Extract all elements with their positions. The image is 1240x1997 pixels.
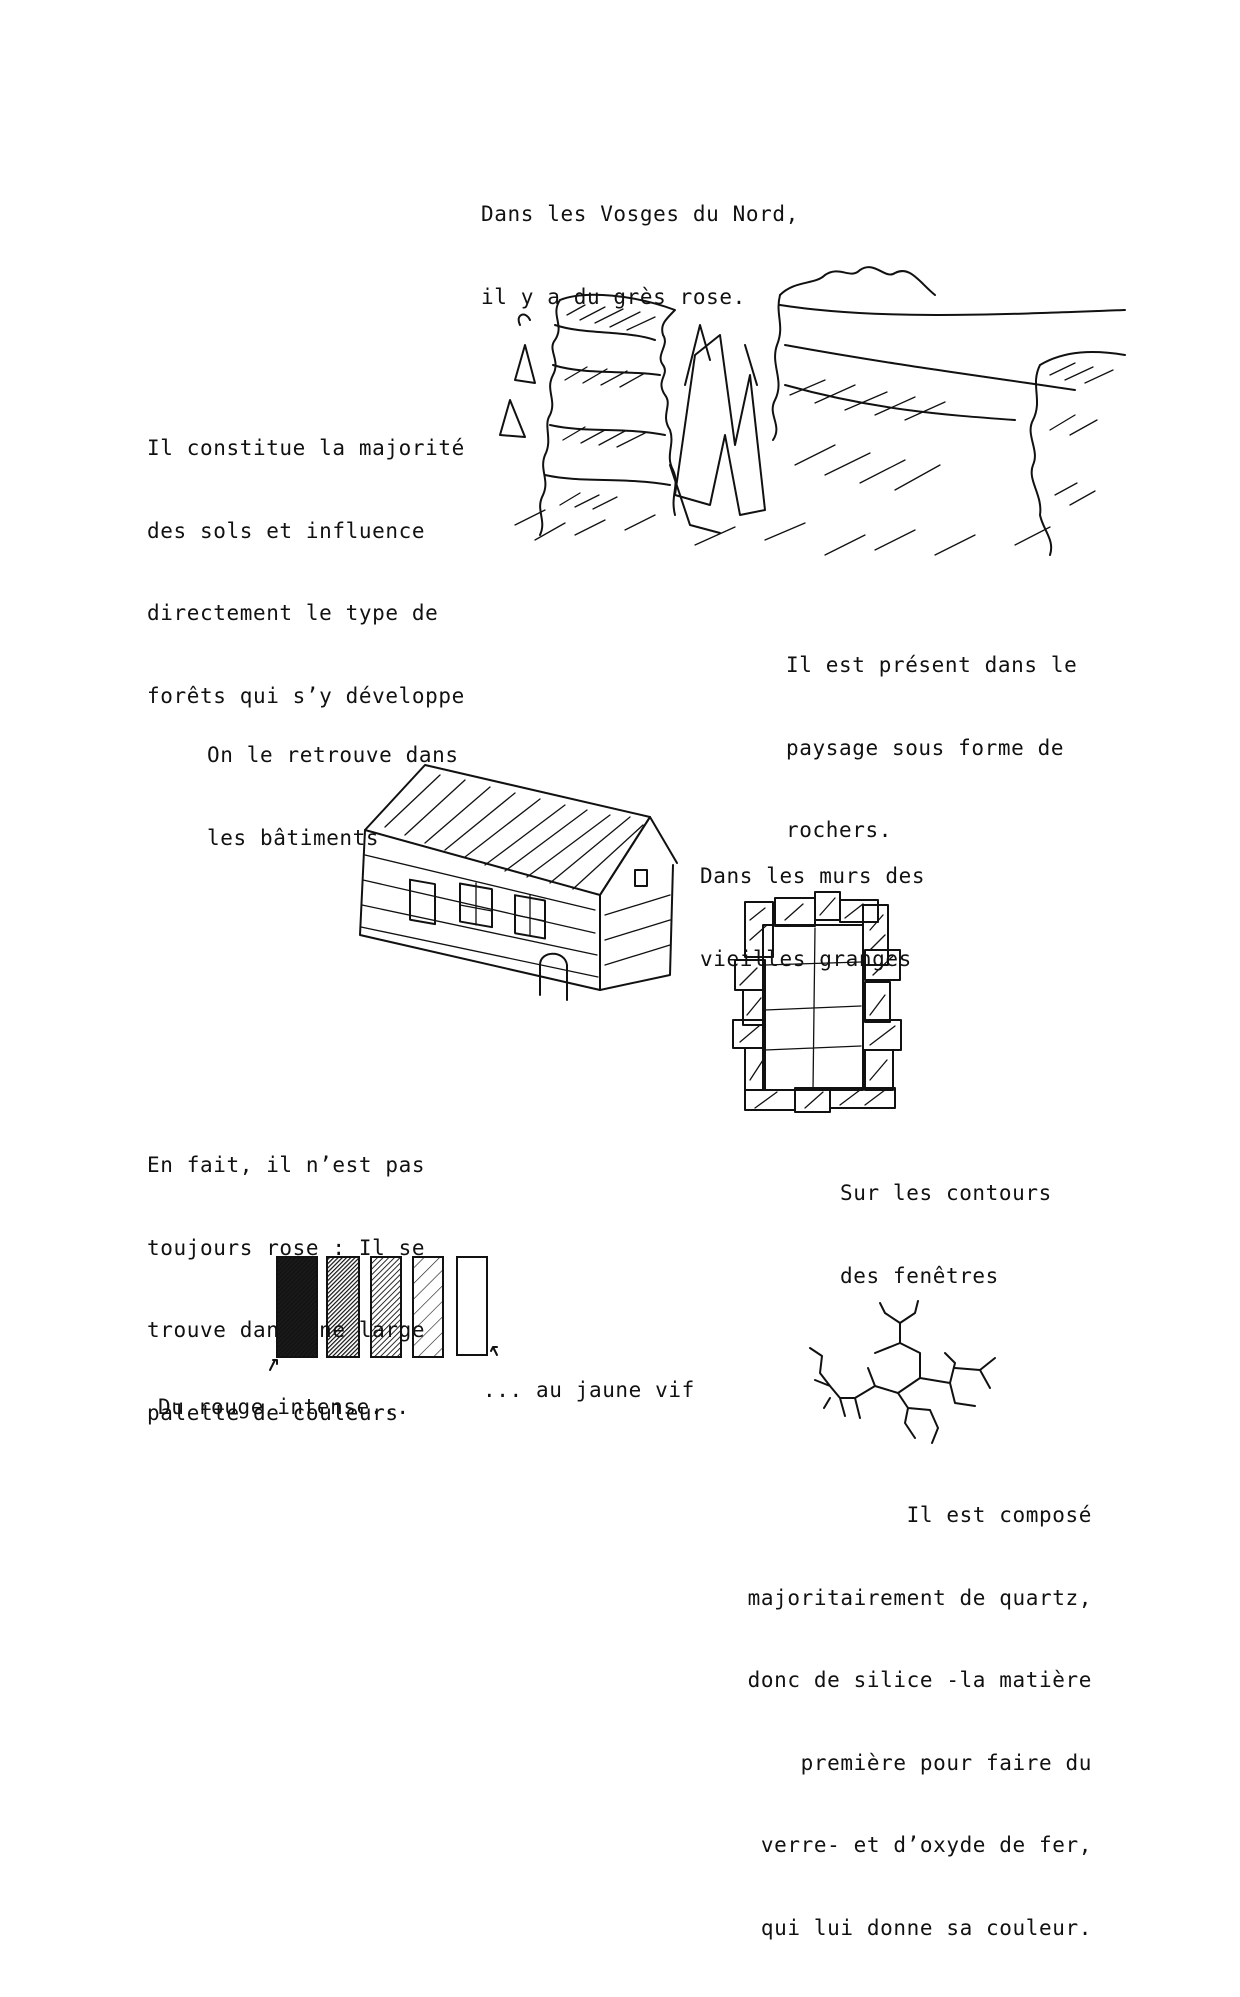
composition-caption: Il est composé majoritairement de quartz… — [747, 1503, 1092, 1940]
soils-caption: Il constitue la majorité des sols et inf… — [147, 436, 465, 708]
red-caption: Du rouge intense... — [158, 1395, 410, 1419]
document-page: Dans les Vosges du Nord, il y a du grès … — [147, 202, 1126, 1940]
barn-illustration — [359, 764, 678, 1001]
arrow-red-icon — [269, 1359, 278, 1371]
yellow-caption: ... au jaune vif — [483, 1378, 695, 1402]
arrow-yellow-icon — [490, 1346, 498, 1356]
landscape-illustration — [499, 266, 1126, 556]
swatch-dark — [326, 1256, 360, 1358]
windows-caption: Sur les contours des fenêtres — [840, 1181, 1052, 1288]
swatch-light — [412, 1256, 444, 1358]
molecule-illustration — [809, 1300, 996, 1444]
window-illustration — [732, 891, 902, 1113]
swatch-blank — [456, 1256, 488, 1356]
swatch-darkest — [276, 1256, 318, 1358]
color-swatches-illustration — [269, 1256, 498, 1371]
buildings-caption: On le retrouve dans les bâtiments — [207, 743, 459, 850]
intro-caption: Dans les Vosges du Nord, il y a du grès … — [481, 202, 799, 309]
swatch-medium — [370, 1256, 402, 1358]
rocks-caption: Il est présent dans le paysage sous form… — [786, 653, 1078, 842]
